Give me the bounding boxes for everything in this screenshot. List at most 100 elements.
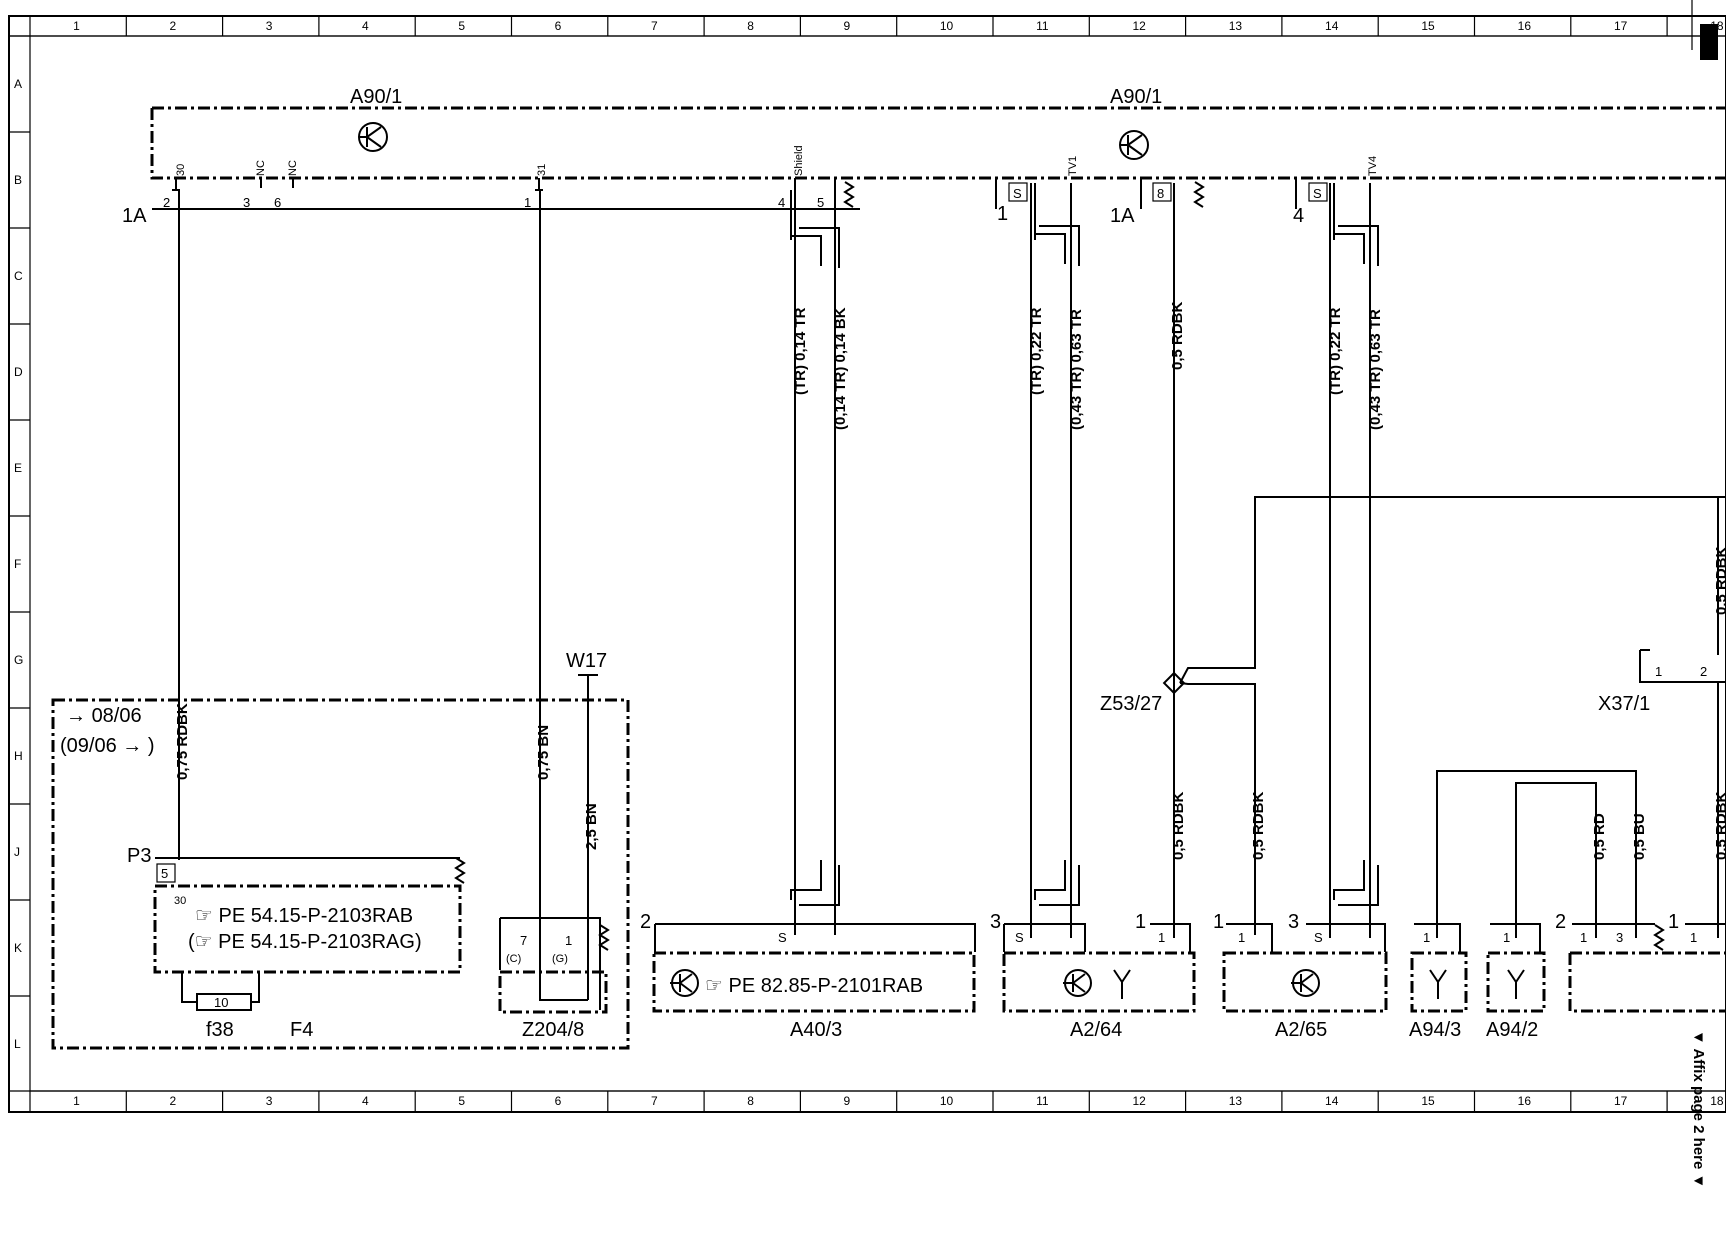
svg-text:1: 1 (1238, 930, 1245, 945)
column-label: 3 (266, 19, 273, 33)
right-module-box (1568, 951, 1726, 1013)
column-label: 2 (169, 1094, 176, 1108)
f38-label: f38 (206, 1019, 234, 1041)
svg-text:S: S (778, 930, 787, 945)
a2-65-transistor-icon (1291, 969, 1320, 997)
wire-label: (0,43 TR) 0,63 TR (1068, 309, 1085, 430)
svg-text:S: S (1015, 930, 1024, 945)
row-label: E (14, 461, 22, 475)
column-label: 16 (1518, 19, 1532, 33)
a94-3-label: A94/3 (1409, 1019, 1461, 1041)
svg-text:8: 8 (1157, 186, 1164, 201)
reference-link[interactable]: (☞ PE 54.15-P-2103RAG) (188, 931, 422, 953)
svg-text:3: 3 (1288, 911, 1299, 933)
svg-text:1: 1 (1423, 930, 1430, 945)
row-label: J (14, 845, 20, 859)
column-label: 12 (1132, 1094, 1146, 1108)
x37-1-connector (1639, 649, 1726, 683)
f4-label: F4 (290, 1019, 313, 1041)
svg-text:S: S (1013, 186, 1022, 201)
a94-3-antenna-icon (1429, 969, 1447, 999)
row-label: D (14, 365, 23, 379)
column-label: 4 (362, 19, 369, 33)
row-label: B (14, 173, 22, 187)
svg-text:4: 4 (1293, 205, 1304, 227)
date-note-to: (09/06 → ) (60, 735, 155, 757)
column-label: 12 (1132, 19, 1146, 33)
wire-label: 2,5 BN (583, 803, 600, 850)
column-label: 6 (555, 1094, 562, 1108)
a90-1-box (150, 106, 1726, 180)
a94-2-antenna-icon (1507, 969, 1525, 999)
a2-64-label: A2/64 (1070, 1019, 1122, 1041)
column-label: 7 (651, 19, 658, 33)
x37-1-label: X37/1 (1598, 693, 1650, 715)
column-label: 5 (458, 19, 465, 33)
column-label: 11 (1036, 19, 1049, 33)
svg-text:NC: NC (287, 160, 299, 176)
a94-2-label: A94/2 (1486, 1019, 1538, 1041)
reference-link[interactable]: ☞ PE 82.85-P-2101RAB (705, 975, 923, 997)
z204-8-label: Z204/8 (522, 1019, 584, 1041)
a2-64-transistor-icon (1063, 969, 1092, 997)
wire-label: 0,5 RD (1591, 813, 1608, 860)
side-note: ▼ Affix page 2 here ▼ (1690, 1030, 1707, 1188)
column-label: 3 (266, 1094, 273, 1108)
a2-65-label: A2/65 (1275, 1019, 1327, 1041)
row-label: C (14, 269, 23, 283)
column-label: 6 (555, 19, 562, 33)
a40-3-label: A40/3 (790, 1019, 842, 1041)
outer-frame (8, 15, 1726, 1113)
svg-text:3: 3 (1616, 930, 1623, 945)
z204-8-box (498, 970, 608, 1014)
column-label: 16 (1518, 1094, 1532, 1108)
svg-text:1: 1 (1655, 664, 1662, 679)
column-label: 1 (73, 19, 80, 33)
column-label: 8 (747, 19, 754, 33)
reference-link[interactable]: ☞ PE 54.15-P-2103RAB (195, 905, 413, 927)
svg-text:30: 30 (174, 895, 186, 907)
column-label: 13 (1229, 1094, 1243, 1108)
a90-1-right-transistor-icon (1119, 130, 1149, 160)
svg-text:4: 4 (778, 195, 785, 210)
wire-label: (TR) 0,14 TR (792, 307, 809, 395)
a40-3-transistor-icon (670, 969, 699, 997)
wire-label: 0,75 BN (535, 725, 552, 780)
svg-text:1: 1 (1690, 930, 1697, 945)
wire-label: (TR) 0,22 TR (1327, 307, 1344, 395)
column-label: 14 (1325, 19, 1339, 33)
column-label: 9 (844, 1094, 851, 1108)
svg-text:Shield: Shield (793, 145, 805, 176)
svg-text:1: 1 (1668, 911, 1679, 933)
svg-text:TV4: TV4 (1367, 156, 1379, 176)
wire-label: 0,5 RDBK (1169, 301, 1186, 370)
column-label: 18 (1710, 1094, 1724, 1108)
wire-label: 0,5 RDBK (1713, 791, 1726, 860)
column-label: 7 (651, 1094, 658, 1108)
svg-text:TV1: TV1 (1067, 156, 1079, 176)
svg-text:2: 2 (640, 911, 651, 933)
row-label: K (14, 941, 22, 955)
wire-label: (0,43 TR) 0,63 TR (1367, 309, 1384, 430)
a2-64-box (1002, 951, 1196, 1013)
svg-text:(G): (G) (552, 953, 568, 965)
column-label: 1 (73, 1094, 80, 1108)
svg-text:1: 1 (1580, 930, 1587, 945)
wire-label: 0,5 RDBK (1713, 546, 1726, 615)
a90-1-left-label: A90/1 (350, 86, 402, 108)
a2-65-box (1222, 951, 1388, 1013)
column-grid: 1122334455667788991010111112121313141415… (29, 16, 1724, 1111)
svg-text:S: S (1314, 930, 1323, 945)
svg-text:S: S (1313, 186, 1322, 201)
a2-64-antenna-icon (1113, 969, 1131, 999)
row-label: F (14, 557, 21, 571)
column-label: 8 (747, 1094, 754, 1108)
row-label: H (14, 749, 23, 763)
page-marker (1700, 24, 1718, 60)
svg-text:3: 3 (243, 195, 250, 210)
fuse-f38 (196, 993, 252, 1011)
column-label: 9 (844, 19, 851, 33)
date-note-from: → 08/06 (66, 705, 142, 727)
